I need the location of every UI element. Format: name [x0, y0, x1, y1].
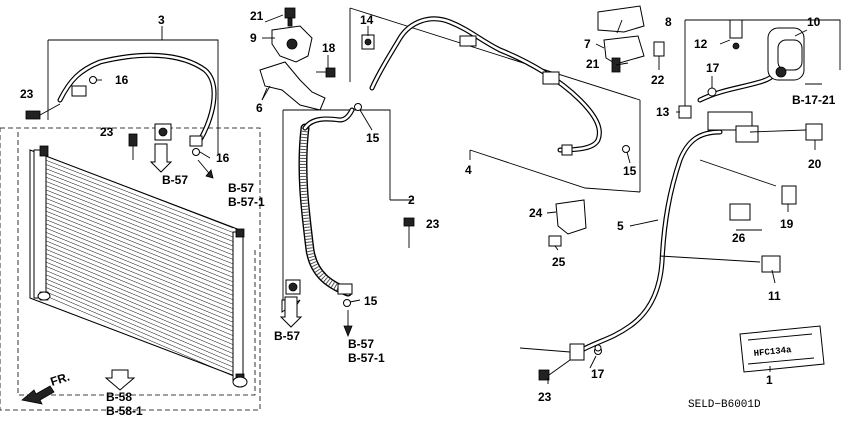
callout-21-b: 21 [586, 57, 600, 71]
o-ring-17-upper [707, 87, 717, 97]
clamp-9 [271, 25, 313, 63]
clip-22 [653, 41, 665, 57]
ref-b57-1-top: B-57-1 [228, 195, 265, 209]
bolt-18 [316, 67, 336, 78]
condenser [0, 127, 261, 411]
callout-23-b: 23 [100, 125, 114, 139]
ref-b58: B-58 [106, 390, 132, 404]
callout-22: 22 [651, 73, 665, 87]
ref-b57-top: B-57 [228, 181, 254, 195]
callout-16-b: 16 [216, 151, 230, 165]
arrow-b57-bottom [343, 310, 353, 338]
callout-1: 1 [766, 373, 773, 387]
callout-11: 11 [768, 289, 781, 303]
drawing-code: SELD−B6001D [688, 399, 761, 411]
ref-b58-1: B-58-1 [106, 404, 143, 418]
front-direction-arrow: FR. [21, 370, 72, 405]
callout-15-a: 15 [366, 131, 380, 145]
callout-numbers: 3 23 16 23 16 21 9 18 6 14 15 4 2 23 15 … [20, 9, 822, 404]
bracket-8 [597, 5, 645, 33]
sensor-12 [729, 19, 743, 50]
bracket-nut [154, 123, 172, 141]
clamp-7 [603, 35, 645, 65]
callout-26: 26 [732, 231, 746, 245]
callout-15-b: 15 [364, 294, 378, 308]
label-plate-1: HFC134a [739, 325, 825, 373]
nut-14 [361, 34, 375, 50]
arrow-b57-top [197, 159, 214, 179]
ref-b57-bottom: B-57 [348, 337, 374, 351]
clip-13 [678, 105, 692, 119]
label-plate-hfc-text: HFC134a [753, 345, 792, 359]
clamp-19 [781, 185, 797, 205]
callout-16-a: 16 [115, 73, 129, 87]
callout-8: 8 [665, 15, 672, 29]
bolt-23-bottom [538, 359, 571, 381]
bracket-6 [259, 61, 326, 111]
callout-25: 25 [552, 255, 566, 269]
callout-4: 4 [465, 163, 472, 177]
arrow-b57-mid [279, 296, 303, 328]
callout-17-a: 17 [706, 61, 720, 75]
callout-10: 10 [807, 15, 821, 29]
discharge-pipe-4 [349, 7, 641, 193]
discharge-hose-3 [47, 39, 219, 156]
bolt-23-upper [25, 103, 61, 120]
callout-19: 19 [780, 217, 794, 231]
reference-labels: B-57 B-57 B-57-1 B-57 B-57 B-57-1 B-58 B… [106, 93, 836, 418]
callout-17-b: 17 [591, 367, 605, 381]
ref-b57-1-bottom: B-57-1 [348, 351, 385, 365]
nut-25 [548, 235, 562, 247]
leader-lines [96, 14, 822, 384]
callout-23-c: 23 [426, 217, 440, 231]
ref-b57-left: B-57 [162, 173, 188, 187]
expansion-valve-10 [767, 27, 805, 81]
front-direction-label: FR. [49, 370, 72, 389]
callout-7: 7 [584, 37, 591, 51]
nut-b57-mid [285, 279, 301, 295]
callout-2: 2 [408, 193, 415, 207]
bracket-24 [555, 199, 587, 235]
ref-b17-21: B-17-21 [792, 93, 836, 107]
clamp-20 [805, 123, 823, 141]
callout-15-c: 15 [623, 164, 637, 178]
clamp-26 [729, 203, 751, 221]
callout-23-a: 23 [20, 87, 34, 101]
callout-6: 6 [256, 101, 263, 115]
clamp-11 [761, 255, 781, 273]
callout-20: 20 [808, 157, 822, 171]
callout-23-d: 23 [538, 390, 552, 404]
callout-18: 18 [322, 41, 336, 55]
bolt-21-top [284, 7, 296, 27]
arrow-b57-left [149, 143, 173, 173]
callout-12: 12 [694, 37, 708, 51]
bolt-23-mid [403, 217, 415, 248]
callout-24: 24 [529, 206, 543, 220]
callout-21-a: 21 [250, 9, 264, 23]
suction-hose-2 [282, 103, 391, 307]
arrow-b58 [104, 369, 136, 391]
callout-14: 14 [360, 13, 374, 27]
callout-3: 3 [158, 13, 165, 27]
ref-b57-mid: B-57 [274, 329, 300, 343]
callout-13: 13 [656, 105, 670, 119]
callout-9: 9 [250, 31, 257, 45]
bolt-23-condenser [128, 133, 138, 160]
o-ring-17-lower [594, 344, 602, 352]
callout-5: 5 [617, 219, 624, 233]
